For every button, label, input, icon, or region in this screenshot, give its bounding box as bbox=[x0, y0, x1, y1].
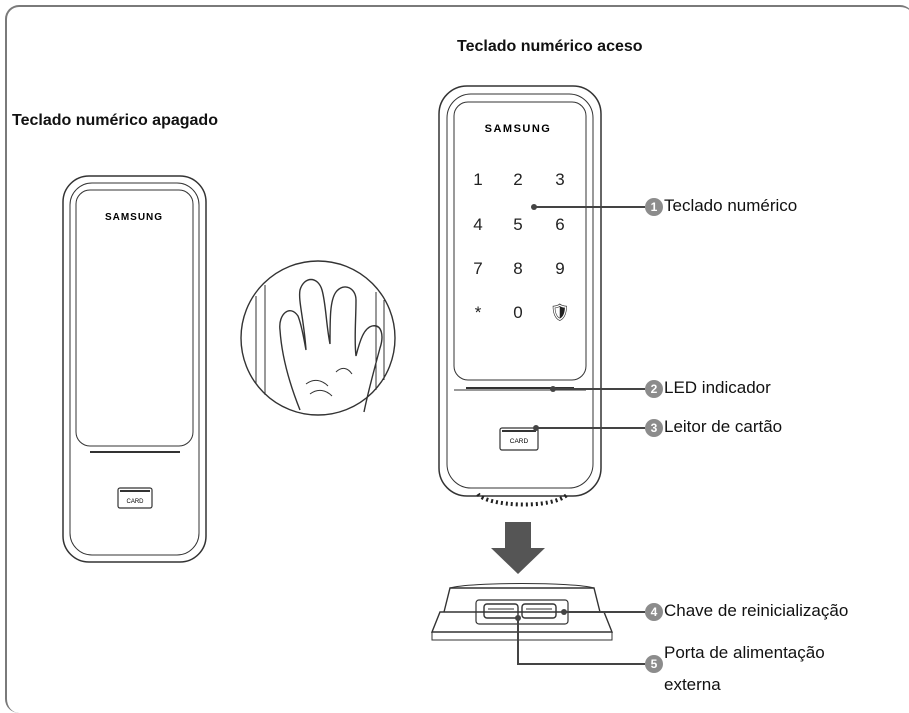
device-on-brand: SAMSUNG bbox=[485, 123, 552, 135]
diagram-frame bbox=[5, 5, 909, 713]
keypad-key-5: 5 bbox=[513, 215, 522, 234]
keypad-key-9: 9 bbox=[555, 259, 564, 278]
keypad-key-6: 6 bbox=[555, 215, 564, 234]
device-off-card-reader bbox=[117, 487, 153, 509]
glow-dotted-arc bbox=[476, 492, 570, 507]
title-keypad-off: Teclado numérico apagado bbox=[12, 112, 218, 129]
lock-device-off bbox=[62, 175, 207, 563]
callout-badge-4: 4 bbox=[645, 603, 663, 621]
keypad-key-10: * bbox=[475, 303, 482, 322]
device-off-inner bbox=[69, 182, 200, 556]
keypad-key-11: 0 bbox=[513, 303, 522, 322]
power-port-right bbox=[521, 603, 557, 619]
svg-text:1: 1 bbox=[651, 200, 658, 214]
device-off-outer bbox=[62, 175, 207, 563]
device-on-card-reader bbox=[499, 427, 539, 451]
callout-anchor-dots bbox=[515, 204, 567, 621]
hand-knuckle-lines bbox=[305, 367, 353, 397]
hand-outline bbox=[279, 278, 383, 413]
keypad-key-1: 1 bbox=[473, 170, 482, 189]
callout-badge-5: 5 bbox=[645, 655, 663, 673]
svg-text:2: 2 bbox=[651, 382, 658, 396]
lock-device-on bbox=[438, 85, 602, 497]
callout-badge-1: 1 bbox=[645, 198, 663, 216]
svg-text:3: 3 bbox=[651, 421, 658, 435]
keypad-key-4: 4 bbox=[473, 215, 482, 234]
callout-badge-2: 2 bbox=[645, 380, 663, 398]
callout-3-text: Leitor de cartão bbox=[664, 417, 783, 436]
title-keypad-on: Teclado numérico aceso bbox=[457, 38, 643, 55]
callout-leaders bbox=[517, 206, 645, 665]
device-off-brand: SAMSUNG bbox=[105, 212, 163, 223]
down-arrow-icon bbox=[491, 522, 545, 574]
keypad-key-12: 🛡 bbox=[549, 303, 571, 322]
device-off-panel bbox=[75, 189, 194, 447]
keypad-key-3: 3 bbox=[555, 170, 564, 189]
device-on-card-label: CARD bbox=[510, 438, 529, 445]
callout-5-text: Porta de alimentação bbox=[664, 643, 825, 662]
base-body bbox=[443, 587, 601, 613]
hand-touch-illustration bbox=[240, 260, 396, 416]
callout-1-text: Teclado numérico bbox=[664, 196, 798, 215]
keypad: 1 2 3 4 5 6 7 8 9 * 0 🛡 bbox=[473, 170, 571, 322]
device-off-card-label: CARD bbox=[126, 499, 144, 505]
svg-text:5: 5 bbox=[651, 657, 658, 671]
callout-4-text: Chave de reinicialização bbox=[664, 601, 849, 620]
callout-5-text-line2: externa bbox=[664, 675, 721, 694]
hand-circle bbox=[240, 260, 396, 416]
device-on-panel bbox=[453, 101, 587, 381]
device-on-outer bbox=[438, 85, 602, 497]
callout-badges: 1 2 3 4 5 bbox=[645, 198, 663, 673]
keypad-key-8: 8 bbox=[513, 259, 522, 278]
callout-badge-3: 3 bbox=[645, 419, 663, 437]
callout-2-text: LED indicador bbox=[664, 378, 771, 397]
power-port-left bbox=[483, 603, 519, 619]
keypad-key-2: 2 bbox=[513, 170, 522, 189]
keypad-key-7: 7 bbox=[473, 259, 482, 278]
device-on-inner bbox=[446, 93, 594, 489]
svg-text:4: 4 bbox=[651, 605, 658, 619]
